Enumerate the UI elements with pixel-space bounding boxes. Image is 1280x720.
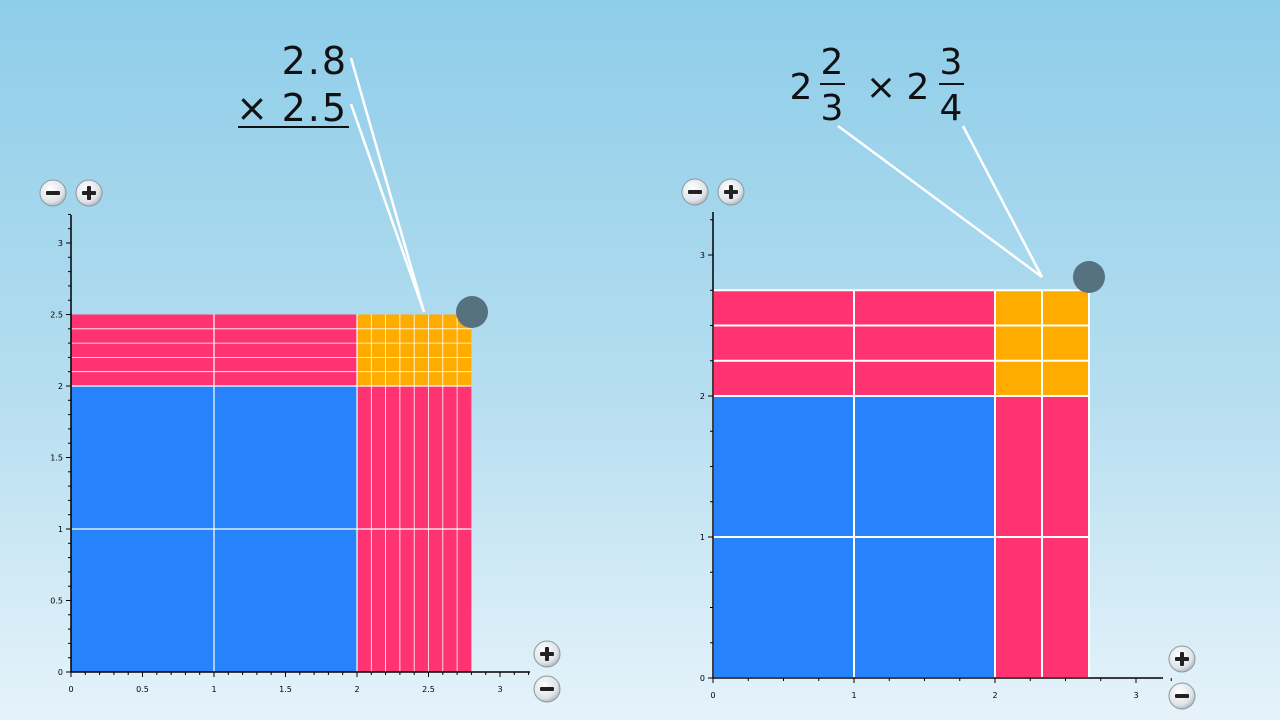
x-tick-label: 3 (1133, 691, 1138, 700)
minus-icon (540, 687, 554, 691)
whole-number-2: 2 (907, 67, 930, 108)
axes: 0 1 2 3 0 1 2 3 (700, 212, 1172, 700)
y-tick-label: 2.5 (50, 311, 63, 320)
y-tick-label: 0 (58, 668, 63, 677)
x-tick-label: 2 (992, 691, 997, 700)
axes: 0 0.5 1 1.5 2 2.5 3 0 0.5 1 1.5 2 2.5 3 (50, 213, 530, 694)
drag-handle-icon[interactable] (1073, 261, 1105, 293)
plus-icon (540, 647, 554, 661)
x-tick-label: 0.5 (136, 685, 149, 694)
multiplicand: 2.8 (282, 39, 348, 83)
pointer-line-factor-2 (961, 125, 1044, 278)
numerator-2: 3 (940, 42, 963, 83)
minus-icon (1175, 694, 1189, 698)
x-zoom-in-button[interactable] (1168, 645, 1196, 673)
x-tick-label: 0 (68, 685, 73, 694)
denominator-1: 3 (821, 88, 844, 129)
x-zoom-out-button[interactable] (1168, 682, 1196, 710)
y-tick-label: 1.5 (50, 454, 63, 463)
x-tick-label: 2.5 (422, 685, 435, 694)
minus-icon (46, 191, 60, 195)
pointer-line-multiplicand (349, 57, 426, 313)
multiply-operator: × (866, 67, 896, 108)
pointer-line-multiplier (349, 103, 426, 313)
area-regions (71, 314, 472, 672)
y-tick-label: 2 (58, 382, 63, 391)
x-tick-label: 2 (354, 685, 359, 694)
minus-icon (688, 190, 702, 194)
y-zoom-in-button[interactable] (75, 179, 103, 207)
numerator-1: 2 (821, 42, 844, 83)
x-tick-label: 1 (851, 691, 856, 700)
denominator-2: 4 (940, 88, 963, 129)
x-tick-label: 1.5 (279, 685, 292, 694)
area-regions (712, 289, 1091, 679)
y-ticks: 0 0.5 1 1.5 2 2.5 3 (50, 213, 71, 677)
x-ticks: 0 1 2 3 (710, 678, 1172, 700)
fraction-expression: 2 2 3 × 2 3 4 (790, 42, 964, 129)
pointer-line-factor-1 (837, 124, 1043, 279)
x-ticks: 0 0.5 1 1.5 2 2.5 3 (68, 672, 530, 694)
y-tick-label: 0 (700, 674, 705, 683)
plus-icon (1175, 652, 1189, 666)
y-tick-label: 2 (700, 392, 705, 401)
plus-icon (82, 186, 96, 200)
x-zoom-out-button[interactable] (533, 675, 561, 703)
y-tick-label: 3 (58, 239, 63, 248)
drag-handle-icon[interactable] (456, 296, 488, 328)
x-zoom-in-button[interactable] (533, 640, 561, 668)
y-tick-label: 1 (58, 525, 63, 534)
x-tick-label: 1 (211, 685, 216, 694)
y-zoom-in-button[interactable] (717, 178, 745, 206)
plus-icon (724, 185, 738, 199)
decimal-area-model: 0 0.5 1 1.5 2 2.5 3 0 0.5 1 1.5 2 2.5 3 2.8 × 2.5 (39, 39, 561, 703)
y-tick-label: 1 (700, 533, 705, 542)
y-zoom-out-button[interactable] (39, 179, 67, 207)
y-ticks: 0 1 2 3 (700, 219, 713, 683)
x-tick-label: 0 (710, 691, 715, 700)
y-tick-label: 0.5 (50, 597, 63, 606)
y-tick-label: 3 (700, 251, 705, 260)
x-tick-label: 3 (497, 685, 502, 694)
whole-number-1: 2 (790, 67, 813, 108)
y-zoom-out-button[interactable] (681, 178, 709, 206)
multiply-operator: × (236, 86, 268, 130)
multiplier: 2.5 (282, 86, 348, 130)
